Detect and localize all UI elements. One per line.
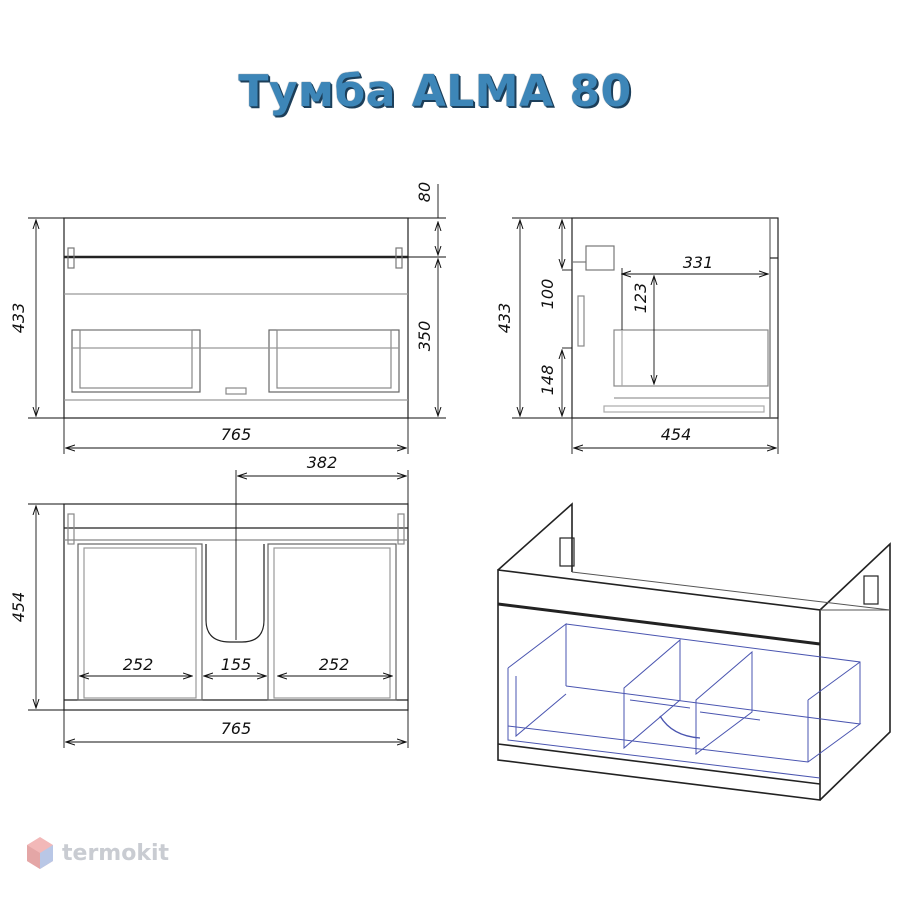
front-width-label: 765 (221, 425, 252, 444)
top-right-compartment-label: 252 (319, 655, 350, 674)
side-drawer-height-label: 123 (631, 283, 650, 314)
iso-inner-frame (507, 622, 862, 779)
front-view-right-basket (268, 329, 400, 393)
front-top-offset-label: 80 (415, 182, 434, 202)
side-view-outline (571, 217, 779, 419)
side-view-mount-bracket (585, 245, 615, 271)
page-title: Тумба ALMA 80 (238, 66, 632, 117)
side-upper-offset-label: 100 (538, 279, 557, 310)
iso-right-bracket (863, 575, 879, 605)
iso-left-bracket (559, 537, 575, 567)
iso-right-side-panel (819, 542, 891, 801)
side-drawer-depth-label: 331 (683, 253, 714, 272)
iso-top-edge (497, 602, 821, 646)
top-left-compartment-label: 252 (123, 655, 154, 674)
top-view-right-compartment (267, 543, 397, 701)
front-height-label: 433 (9, 303, 28, 334)
watermark-logo: termokit (26, 836, 169, 870)
side-height-label: 433 (495, 303, 514, 334)
top-center-gap-label: 155 (221, 655, 252, 674)
front-view-outline (63, 217, 409, 419)
top-width-label: 765 (221, 719, 252, 738)
front-view (63, 217, 409, 419)
top-view (63, 503, 409, 711)
iso-left-side-panel (497, 502, 573, 572)
side-view (571, 217, 779, 419)
top-view-left-compartment (77, 543, 203, 701)
top-view-siphon-cutout (205, 544, 265, 643)
top-dimensions (28, 470, 409, 748)
front-lower-height-label: 350 (415, 321, 434, 352)
isometric-view (497, 502, 891, 801)
iso-front-outline (497, 569, 821, 801)
side-view-drawer (613, 329, 769, 387)
top-depth-label: 454 (9, 592, 28, 623)
front-view-left-basket (71, 329, 201, 393)
side-depth-label: 454 (661, 425, 692, 444)
hexagon-logo-icon (27, 837, 53, 869)
side-dimensions (512, 217, 779, 454)
watermark-brand: termokit (62, 840, 170, 866)
top-center-offset-label: 382 (307, 453, 338, 472)
side-lower-offset-label: 148 (538, 365, 557, 396)
front-dimensions (28, 184, 446, 454)
